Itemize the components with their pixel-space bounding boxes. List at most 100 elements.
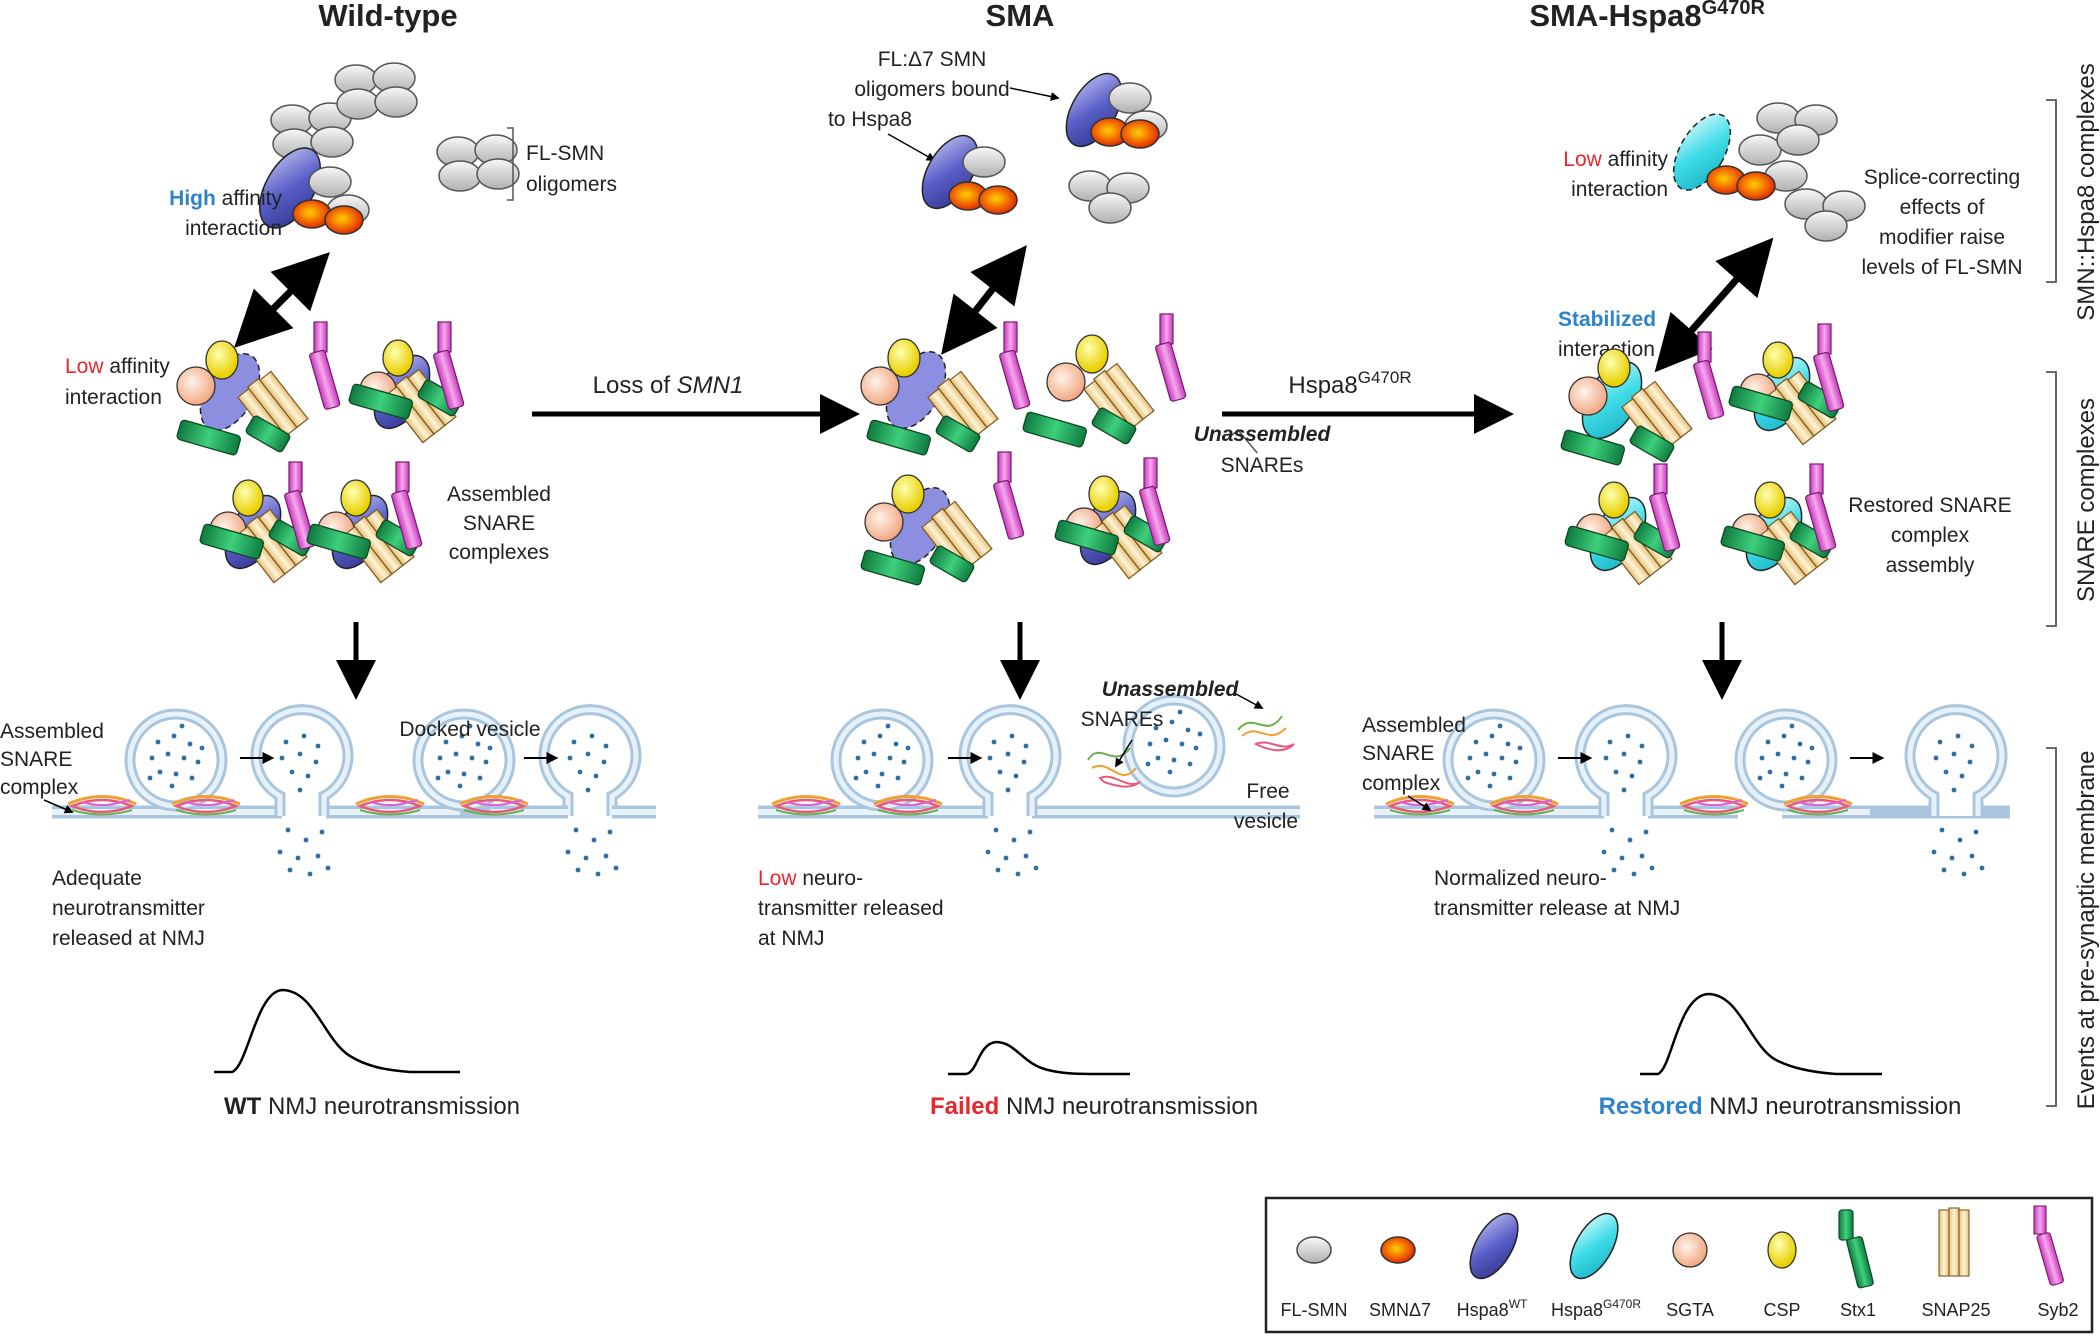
mod-low-affinity-label: Low affinity — [1563, 148, 1668, 171]
sma-snares-label: SNAREs — [1221, 454, 1304, 477]
mod-assembled-snare-2 — [1564, 464, 1680, 585]
legend-label-stx1: Stx1 — [1840, 1300, 1876, 1320]
hspa8-wt-icon — [1469, 1212, 1519, 1280]
sgta-icon — [1672, 1232, 1708, 1268]
wt-fl-smn-label-1: FL-SMN — [526, 142, 604, 165]
sma-fl-label-2: oligomers bound — [854, 78, 1009, 101]
wt-assembled-label-2: SNARE — [463, 512, 535, 535]
sma-low-affinity-complex-1 — [860, 338, 947, 430]
sma-free-vesicle-1: Free — [1246, 780, 1289, 803]
wt-nmj-assembled-3: complex — [0, 776, 79, 799]
mod-nmj-assembled-2: SNARE — [1362, 742, 1434, 765]
snare-bracket — [2046, 371, 2057, 627]
mod-bidirectional-arrow — [1654, 237, 1774, 373]
sma-title: SMA — [986, 0, 1055, 33]
mod-title: SMA-Hspa8G470R — [1529, 0, 1765, 33]
smn-delta7-icon — [1380, 1236, 1416, 1264]
mod-release-2: transmitter release at NMJ — [1434, 897, 1680, 920]
wt-high-affinity-label-2: interaction — [185, 217, 282, 240]
sma-trace — [948, 1040, 1130, 1076]
sma-unassembled-label: Unassembled — [1194, 423, 1332, 446]
mod-nmj-assembled-1: Assembled — [1362, 714, 1466, 737]
sma-unassembled-bracket — [1229, 428, 1258, 454]
sma-fl-label-1: FL:Δ7 SMN — [878, 48, 987, 71]
mod-restored-label-3: assembly — [1886, 554, 1975, 577]
mod-splice-label-3: modifier raise — [1879, 226, 2005, 249]
sma-release-3: at NMJ — [758, 927, 825, 950]
wt-release-1: Adequate — [52, 867, 142, 890]
sma-fl-smn-oligomer — [1069, 171, 1149, 223]
legend-label-hspa8-g470r: Hspa8G470R — [1551, 1297, 1641, 1320]
wt-release-2: neurotransmitter — [52, 897, 205, 920]
wt-fl-smn-label-2: oligomers — [526, 173, 617, 196]
legend: FL-SMN SMNΔ7 Hspa8WT Hspa8G470R SGTA CSP… — [1264, 1196, 2094, 1334]
sma-nmj-unassembled-label: Unassembled — [1102, 678, 1240, 701]
presynaptic-side-label: Events at pre-synaptic membrane — [2073, 751, 2100, 1110]
wt-low-affinity-label: Low affinity — [65, 355, 170, 378]
smn-hspa8-side-label: SMN::Hspa8 complexes — [2073, 63, 2100, 320]
wt-nmj-assembled-2: SNARE — [0, 748, 72, 771]
mod-nmj-assembled-3: complex — [1362, 772, 1441, 795]
wt-high-affinity-label: High affinity — [169, 187, 282, 210]
mod-membrane — [1374, 710, 2010, 877]
mod-assembled-snare-1 — [1728, 324, 1844, 445]
sma-release-1: Low neuro- — [758, 867, 863, 890]
mod-low-affinity-label-2: interaction — [1571, 178, 1668, 201]
sma-low-affinity-complex-2 — [864, 474, 951, 566]
sma-fl-label-3: to Hspa8 — [828, 108, 912, 131]
legend-label-syb2: Syb2 — [2037, 1300, 2078, 1320]
wt-assembled-snare-2 — [199, 462, 315, 583]
wt-oligomer-bracket — [507, 127, 514, 201]
wt-trace — [214, 988, 460, 1074]
sma-nmj-snares-label: SNAREs — [1081, 708, 1164, 731]
wt-bidirectional-arrow — [234, 252, 330, 348]
snare-side-label: SNARE complexes — [2073, 398, 2100, 602]
mod-splice-label-2: effects of — [1900, 196, 1985, 219]
stx1-icon — [1838, 1209, 1874, 1289]
legend-label-smn-delta7: SMNΔ7 — [1369, 1300, 1431, 1320]
wt-low-affinity-complex — [176, 340, 261, 432]
sma-assembled-snare — [1054, 458, 1170, 579]
sma-label-arrow-left — [887, 133, 936, 161]
sma-bidirectional-arrow — [941, 245, 1027, 355]
wt-low-affinity-label-2: interaction — [65, 386, 162, 409]
mod-stabilized-label-2: interaction — [1558, 338, 1655, 361]
sma-hspa8-complex-2 — [1065, 72, 1168, 149]
wt-high-affinity-complex — [258, 147, 370, 235]
mod-trace — [1640, 992, 1882, 1076]
mod-splice-label-1: Splice-correcting — [1864, 166, 2020, 189]
wt-release-3: released at NMJ — [52, 927, 205, 950]
wt-assembled-snare-3 — [306, 462, 422, 583]
sma-result-label: Failed NMJ neurotransmission — [930, 1093, 1258, 1120]
sma-csp-sgta-pair — [1046, 334, 1109, 402]
mod-nmj-pointer — [1407, 795, 1432, 811]
sma-label-arrow-right — [1009, 87, 1060, 101]
hspa8-g470r-arrow-label: Hspa8G470R — [1288, 368, 1411, 399]
mod-stabilized-complex-1 — [1568, 348, 1643, 440]
mod-low-affinity-complex — [1672, 113, 1808, 201]
wt-title: Wild-type — [318, 0, 457, 33]
legend-label-hspa8-wt: Hspa8WT — [1457, 1297, 1528, 1320]
legend-label-snap25: SNAP25 — [1921, 1300, 1990, 1320]
mod-restored-label-2: complex — [1891, 524, 1970, 547]
mod-release-1: Normalized neuro- — [1434, 867, 1607, 890]
sma-membrane — [758, 700, 1300, 876]
sma-nmj-pointer-2 — [1115, 739, 1133, 768]
smn-hspa8-bracket — [2046, 99, 2057, 283]
hspa8-g470r-icon — [1569, 1212, 1619, 1280]
mod-result-label: Restored NMJ neurotransmission — [1599, 1093, 1962, 1120]
sma-release-2: transmitter released — [758, 897, 944, 920]
legend-label-sgta: SGTA — [1666, 1300, 1714, 1320]
sma-hspa8-complex-1 — [921, 134, 1018, 215]
csp-icon — [1767, 1231, 1797, 1269]
loss-of-smn1-label: Loss of SMN1 — [593, 372, 744, 399]
snap25-icon — [1938, 1207, 1970, 1277]
syb2-icon — [2033, 1205, 2064, 1286]
wt-docked-label: Docked vesicle — [399, 718, 540, 741]
legend-label-csp: CSP — [1763, 1300, 1800, 1320]
mod-restored-label-1: Restored SNARE — [1848, 494, 2011, 517]
mod-splice-label-4: levels of FL-SMN — [1861, 256, 2022, 279]
wt-assembled-label-1: Assembled — [447, 483, 551, 506]
sma-nmj-pointer-1 — [1235, 693, 1264, 709]
